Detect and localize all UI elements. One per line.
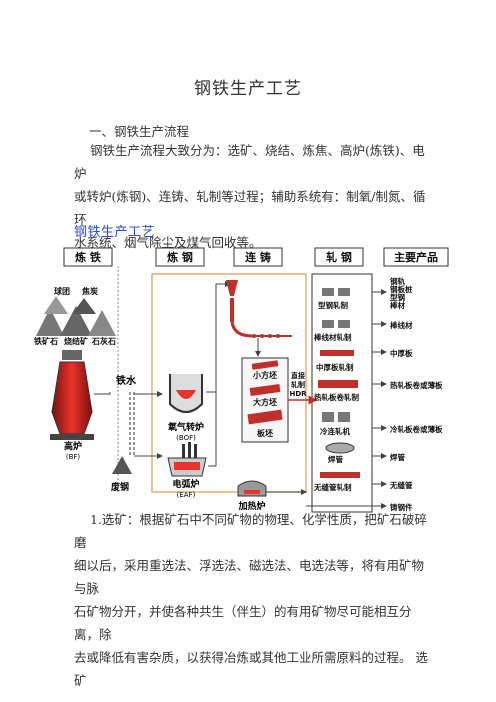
product-casting: 铸钢件	[390, 502, 413, 512]
product-hot-coil: 热轧板卷或薄板	[390, 380, 443, 390]
step1-line: 石矿物分开，并使各种共生（伴生）的有用矿物尽可能相互分离，除	[74, 604, 412, 642]
stage-header-rolling: 轧 钢	[326, 250, 352, 264]
intro-line: 或转炉(炼钢)、连铸、轧制等过程；辅助系统有：制氧/制氮、循环	[74, 189, 426, 227]
blast-furnace	[50, 350, 94, 440]
intro-paragraph: 钢铁生产流程大致分为：选矿、烧结、炼焦、高炉(炼铁)、电炉 或转炉(炼钢)、连铸…	[74, 139, 434, 254]
mill-welded-pipe: 焊管	[328, 454, 343, 464]
rolling-mills	[318, 288, 360, 478]
scrap-label: 废钢	[111, 481, 129, 493]
steelmaking-frame	[151, 273, 307, 493]
product-plate: 中厚板	[390, 348, 413, 358]
stage-header-box	[233, 247, 283, 267]
reheat-furnace	[237, 480, 267, 497]
step1-line: 去或降低有害杂质，以获得冶炼或其他工业所需原料的过程。 选矿	[74, 650, 428, 688]
material-pellets: 球团	[54, 286, 70, 296]
hdr-label-1: 直接	[291, 371, 305, 380]
eaf-furnace	[167, 442, 207, 477]
material-sinter: 烧结矿	[64, 336, 88, 346]
product-bar: 棒材	[390, 300, 405, 310]
stage-header-ironmaking: 炼 铁	[75, 250, 101, 264]
mill-section: 型钢轧制	[318, 300, 348, 310]
rolling-frame	[311, 273, 373, 513]
step1-line: 1.选矿：根据矿石中不同矿物的物理、化学性质，把矿石破碎磨	[74, 512, 427, 550]
hdr-label-2: 轧制	[291, 380, 305, 389]
scrap-pile	[112, 456, 132, 474]
material-iron-ore: 铁矿石	[34, 336, 58, 346]
billet-box	[241, 357, 289, 443]
mill-cold: 冷连轧机	[320, 426, 350, 436]
mill-bar-wire: 棒线材轧制	[314, 332, 352, 342]
eaf-code: (EAF)	[177, 491, 196, 499]
product-rail: 钢轨	[390, 276, 405, 286]
bof-code: (BOF)	[176, 434, 196, 442]
stage-header-steelmaking: 炼 钢	[167, 250, 193, 264]
iron-water-label: 铁水	[116, 374, 137, 387]
blast-furnace-code: (BF)	[66, 453, 81, 461]
mill-seamless: 无缝管轧制	[313, 482, 352, 492]
product-cold-coil: 冷轧板卷或薄板	[390, 424, 443, 434]
eaf-label: 电弧炉	[172, 478, 199, 490]
product-welded-pipe: 焊管	[390, 452, 405, 462]
mill-hot-strip: 热轧板卷轧制	[314, 392, 359, 402]
product-section: 型钢	[390, 292, 405, 302]
billet-large: 大方坯	[253, 397, 277, 407]
stage-header-box	[63, 247, 113, 267]
stage-header-casting: 连 铸	[245, 250, 271, 264]
hdr-code: HDR	[289, 390, 307, 398]
mill-plate: 中厚板轧制	[316, 362, 354, 372]
raw-material-piles	[36, 296, 116, 336]
material-limestone: 石灰石	[91, 336, 116, 346]
stage-header-box	[383, 247, 449, 267]
slab: 板坯	[257, 428, 273, 438]
blast-furnace-label: 高炉	[64, 440, 82, 452]
bof-converter	[169, 374, 203, 413]
material-coke: 焦炭	[81, 286, 98, 296]
stage-header-box	[314, 247, 364, 267]
bof-label: 氧气转炉	[167, 421, 204, 433]
step1-line: 细以后，采用重选法、浮选法、磁选法、电选法等，将有用矿物与脉	[74, 558, 425, 596]
intro-line: 钢铁生产流程大致分为：选矿、烧结、炼焦、高炉(炼铁)、电炉	[74, 143, 425, 181]
figure-heading: 钢铁生产工艺	[74, 225, 156, 240]
product-seamless-pipe: 无缝管	[389, 480, 413, 490]
page-title: 钢铁生产工艺	[194, 79, 302, 99]
stage-header-box	[155, 247, 205, 267]
product-sheet-pile: 钢板桩	[390, 284, 413, 294]
billet-small: 小方坯	[252, 370, 277, 380]
steel-process-flow-diagram: 炼 铁 炼 钢 连 铸 轧 钢 主要产品 球团 焦炭 铁矿石 烧结矿 石灰石 高…	[34, 247, 449, 513]
section-heading: 一、钢铁生产流程	[89, 124, 190, 139]
stage-header-products: 主要产品	[394, 250, 438, 264]
step1-paragraph: 1.选矿：根据矿石中不同矿物的物理、化学性质，把矿石破碎磨 细以后，采用重选法、…	[74, 508, 434, 692]
product-bar-wire: 棒线材	[390, 320, 413, 330]
intro-line: 水系统、烟气除尘及煤气回收等。	[74, 235, 262, 250]
reheat-furnace-label: 加热炉	[237, 500, 265, 512]
continuous-caster	[226, 280, 292, 338]
